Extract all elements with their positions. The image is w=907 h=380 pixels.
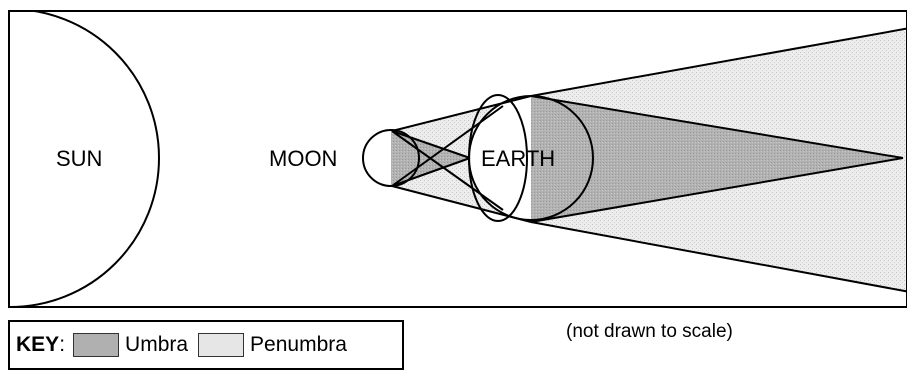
- sun-label: SUN: [56, 146, 102, 171]
- earth-label: EARTH: [481, 146, 555, 171]
- penumbra-swatch: [198, 333, 244, 357]
- penumbra-label: Penumbra: [250, 333, 347, 357]
- key-title: KEY: [16, 333, 59, 357]
- scale-note: (not drawn to scale): [566, 321, 733, 343]
- key-colon: :: [59, 333, 65, 357]
- key-legend: KEY : Umbra Penumbra: [8, 320, 404, 370]
- umbra-label: Umbra: [125, 333, 188, 357]
- moon-label: MOON: [269, 146, 337, 171]
- umbra-swatch: [73, 333, 119, 357]
